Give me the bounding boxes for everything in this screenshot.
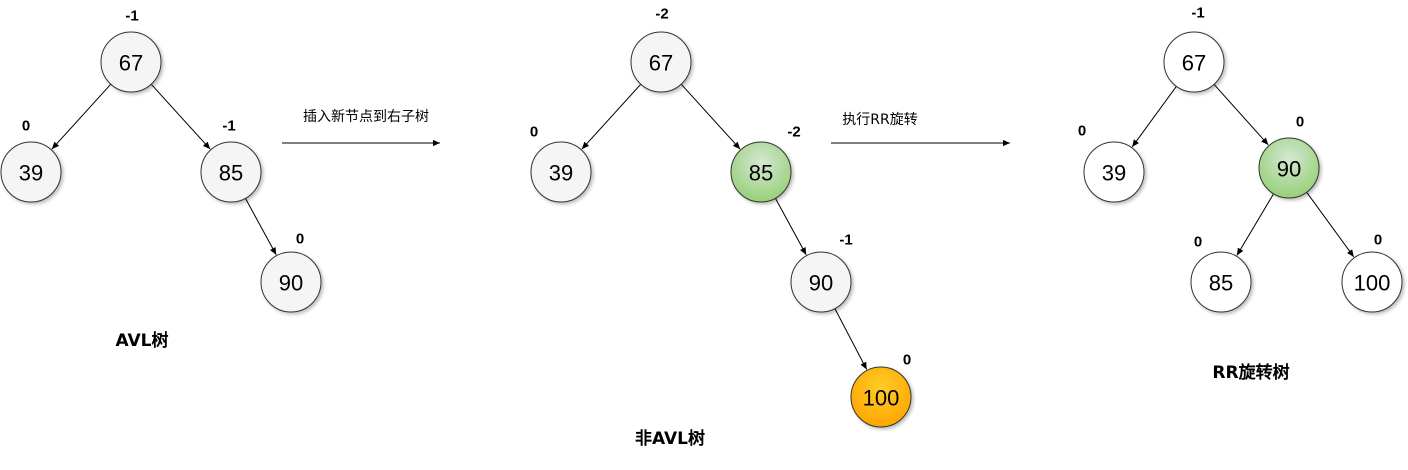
- node-circle: [1163, 31, 1225, 93]
- node-circle: [730, 141, 792, 203]
- node-value: 39: [1102, 161, 1126, 186]
- edge-90-to-100: [834, 308, 868, 370]
- edge-90-to-85: [1236, 193, 1275, 256]
- balance-factor: -1: [1191, 5, 1204, 22]
- node-value: 39: [549, 161, 573, 186]
- tree-node-90: 90 0: [1258, 114, 1320, 199]
- balance-factor: 0: [1078, 123, 1086, 140]
- node-value: 90: [279, 271, 303, 296]
- edge-67-to-39: [1131, 86, 1177, 148]
- tree-node-67: 67 -1: [100, 8, 162, 93]
- balance-factor: 0: [296, 231, 304, 248]
- node-circle: [0, 141, 62, 203]
- balance-factor: -1: [125, 8, 138, 25]
- edge-67-to-85: [680, 83, 741, 150]
- caption-rr-rotated-tree: RR旋转树: [1212, 362, 1289, 383]
- node-value: 67: [119, 51, 143, 76]
- balance-factor: -1: [222, 118, 235, 135]
- node-value: 100: [863, 386, 900, 411]
- node-circle: [1258, 137, 1320, 199]
- tree-rr-rotated: 67 -1 39 0 90 0 85 0 100 0: [1078, 5, 1403, 313]
- tree-node-85: 85 -1: [200, 118, 262, 203]
- node-value: 85: [219, 161, 243, 186]
- node-value: 85: [749, 161, 773, 186]
- node-circle: [630, 31, 692, 93]
- tree-node-39: 39 0: [530, 124, 592, 203]
- balance-factor: -1: [839, 232, 852, 249]
- step-label-rr-rotation: 执行RR旋转: [842, 112, 917, 128]
- edge-90-to-100: [1306, 192, 1355, 258]
- step-arrow-rr-rotation: 执行RR旋转: [831, 112, 1010, 147]
- node-circle: [530, 141, 592, 203]
- edge-67-to-85: [150, 83, 211, 150]
- balance-factor: 0: [1194, 234, 1202, 251]
- tree-avl: 67 -1 39 0 85 -1 90 0: [0, 8, 322, 313]
- node-value: 85: [1209, 271, 1233, 296]
- edge-85-to-90: [244, 198, 277, 256]
- node-circle: [790, 251, 852, 313]
- edge-85-to-90: [774, 198, 807, 256]
- balance-factor: 0: [903, 352, 911, 369]
- tree-node-67: 67 -1: [1163, 5, 1225, 93]
- node-circle: [1190, 251, 1252, 313]
- caption-non-avl-tree: 非AVL树: [635, 428, 705, 449]
- node-value: 100: [1354, 271, 1391, 296]
- node-value: 90: [1277, 157, 1301, 182]
- node-circle: [100, 31, 162, 93]
- node-value: 67: [649, 51, 673, 76]
- step-label-insert: 插入新节点到右子树: [303, 109, 429, 125]
- node-value: 90: [809, 271, 833, 296]
- balance-factor: 0: [22, 118, 30, 135]
- balance-factor: 0: [530, 124, 538, 141]
- tree-node-85: 85 -2: [730, 124, 801, 203]
- balance-factor: 0: [1374, 232, 1382, 249]
- tree-node-39: 39 0: [0, 118, 62, 203]
- tree-node-100: 100 0: [1341, 232, 1403, 313]
- node-circle: [260, 251, 322, 313]
- node-circle: [1341, 251, 1403, 313]
- tree-node-67: 67 -2: [630, 6, 692, 93]
- tree-node-85: 85 0: [1190, 234, 1252, 313]
- edge-67-to-90: [1213, 83, 1269, 146]
- node-circle: [850, 366, 912, 428]
- edge-67-to-39: [581, 83, 642, 150]
- node-circle: [1083, 141, 1145, 203]
- step-arrow-insert: 插入新节点到右子树: [282, 109, 440, 147]
- balance-factor: -2: [787, 124, 800, 141]
- tree-node-39: 39 0: [1078, 123, 1145, 203]
- node-value: 39: [19, 161, 43, 186]
- tree-node-90: 90 0: [260, 231, 322, 313]
- balance-factor: 0: [1296, 114, 1304, 131]
- balance-factor: -2: [655, 6, 668, 23]
- edge-67-to-39: [51, 83, 112, 150]
- node-value: 67: [1182, 51, 1206, 76]
- node-circle: [200, 141, 262, 203]
- tree-node-90: 90 -1: [790, 232, 853, 313]
- caption-avl-tree: AVL树: [116, 331, 169, 351]
